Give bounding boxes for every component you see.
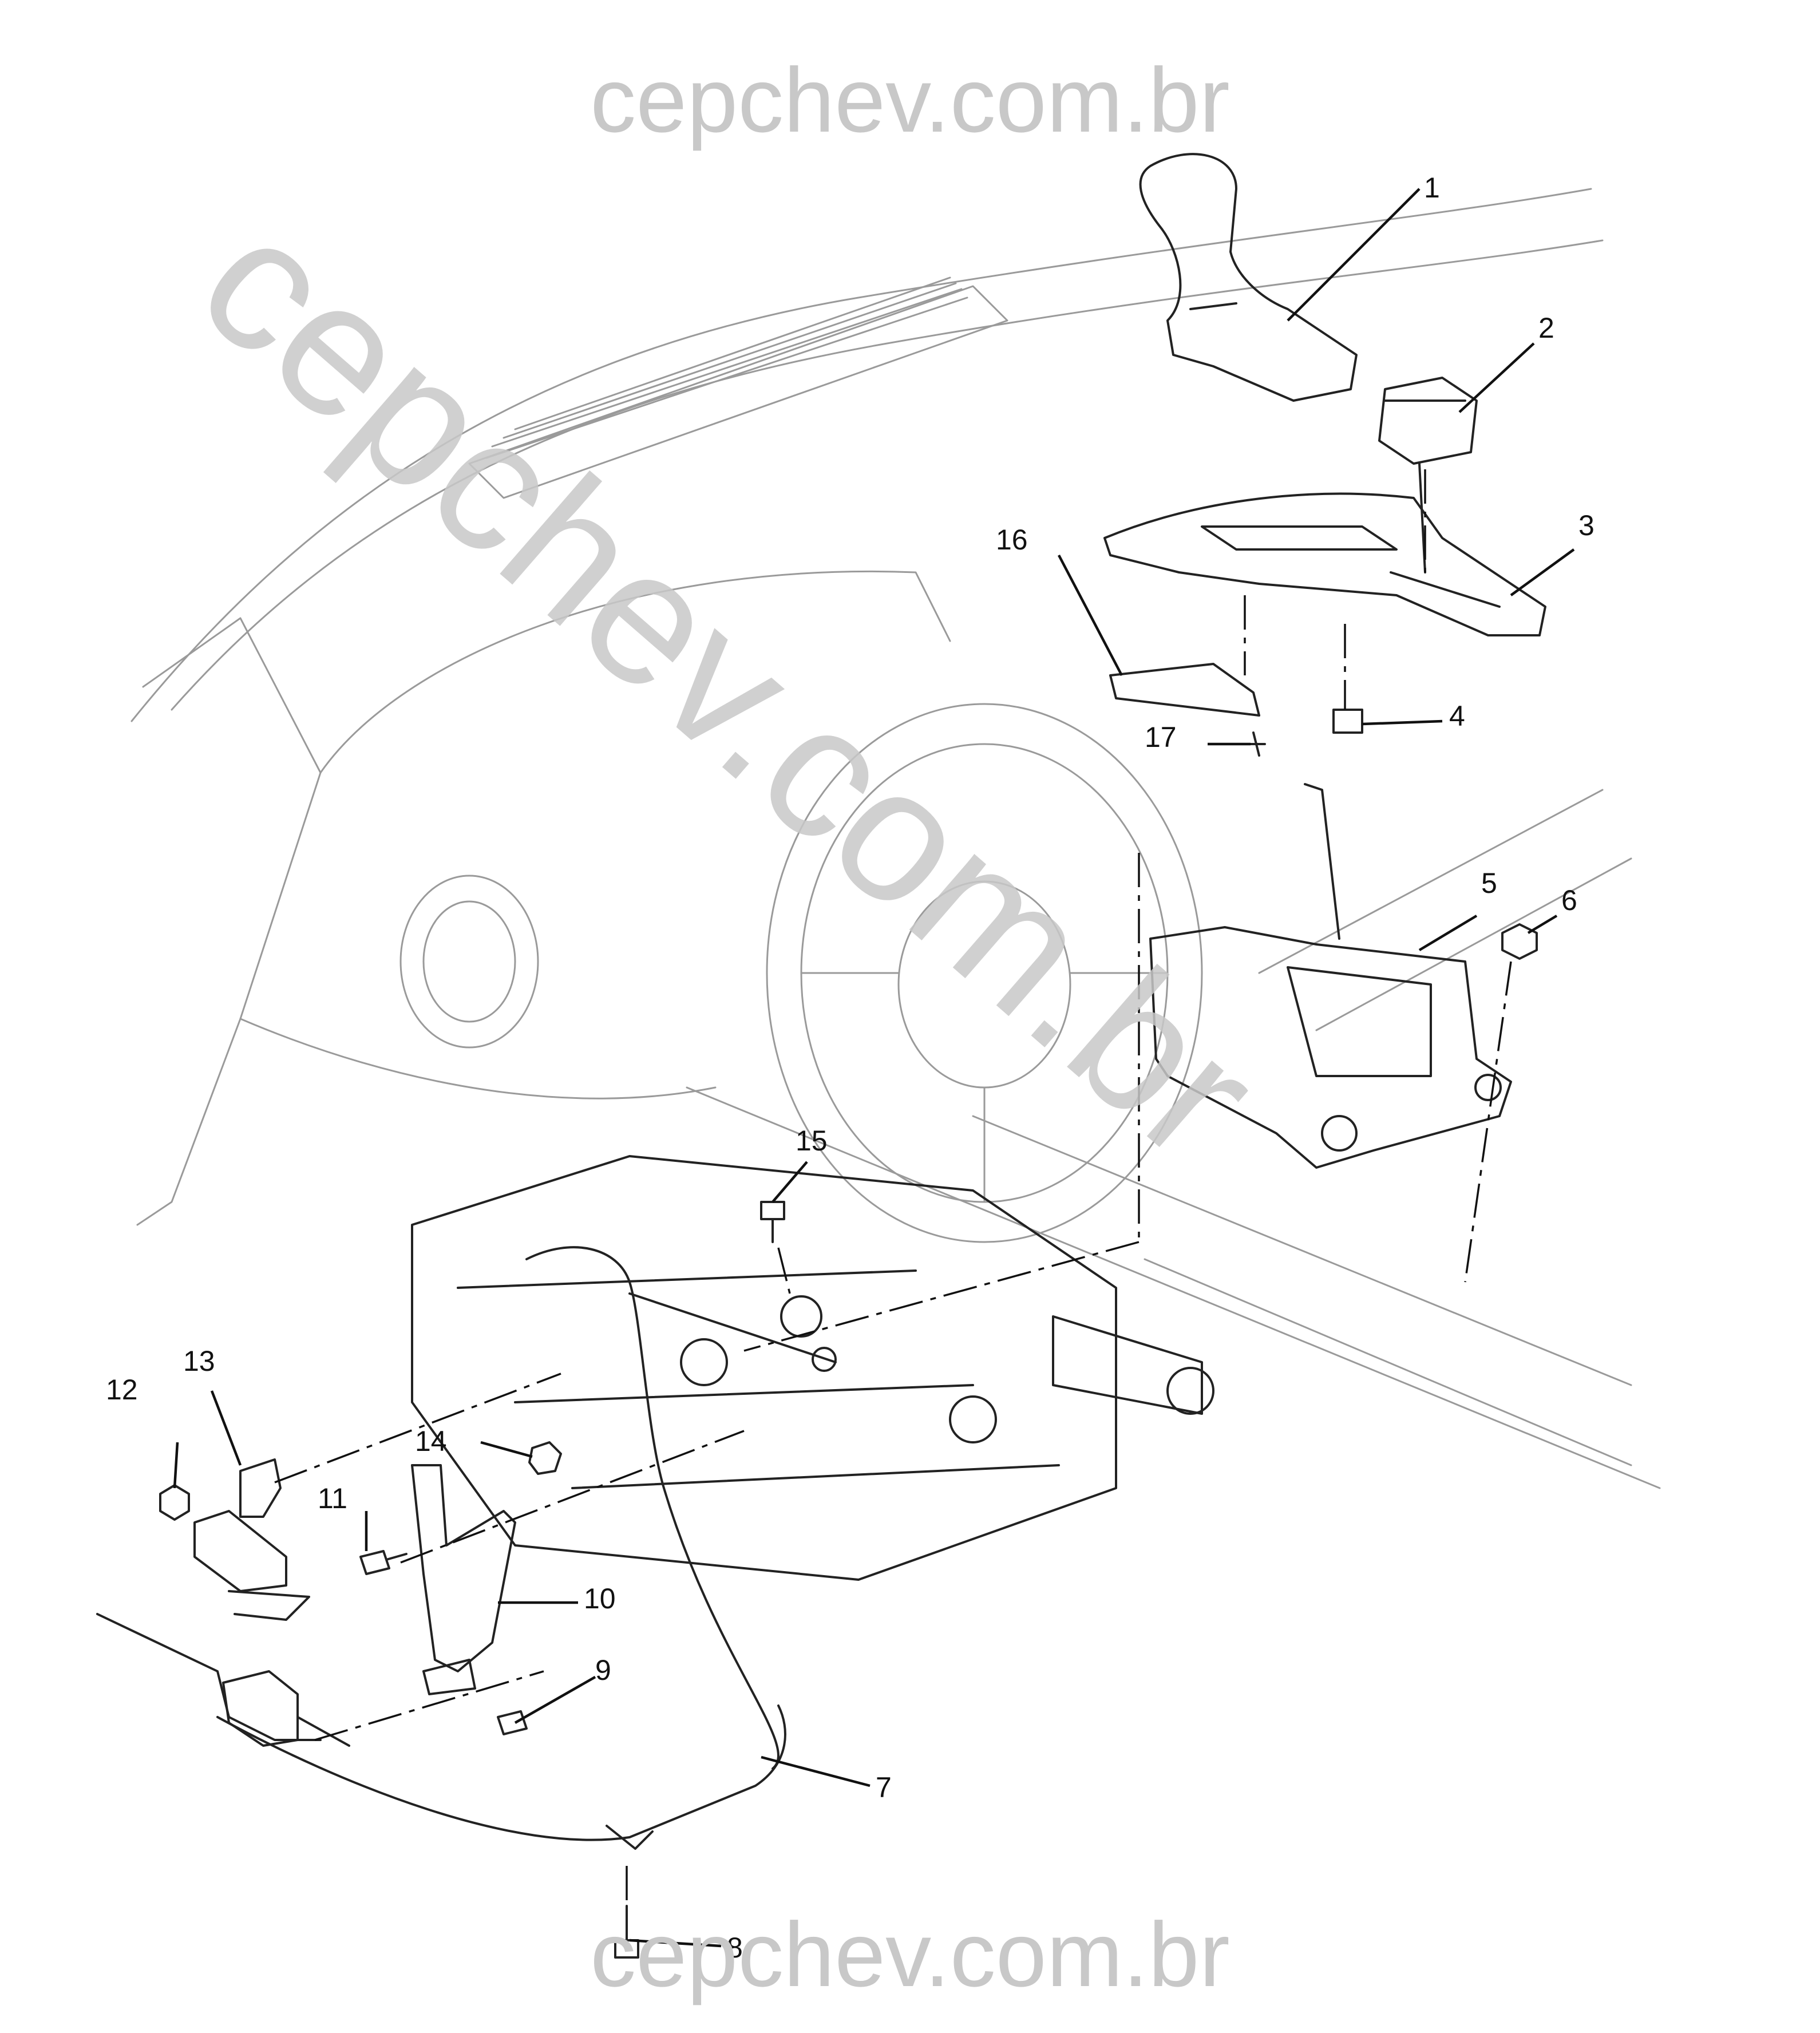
shifter-assembly [1149, 783, 1512, 1169]
callout-3: 3 [1578, 509, 1595, 541]
callout-1: 1 [1424, 172, 1440, 204]
callout-5: 5 [1481, 867, 1497, 899]
cable-end-fitting [96, 1613, 350, 1747]
round-vent-icon [399, 875, 539, 1049]
nut-hex-icon [1501, 923, 1538, 960]
defroster-vent [485, 276, 968, 459]
nut-12 [159, 1484, 190, 1521]
watermark-top: cepchev.com.br [590, 49, 1230, 151]
callout-4: 4 [1449, 700, 1465, 732]
watermark-bottom: cepchev.com.br [590, 1903, 1230, 2006]
steering-wheel [766, 703, 1203, 1243]
bolt-15 [760, 1201, 785, 1243]
watermark-diagonal: cepchev.com.br [162, 174, 1297, 1200]
shift-knob [1139, 153, 1358, 402]
callout-10: 10 [584, 1583, 616, 1615]
assembly-guide-lines [274, 469, 1512, 1906]
bolt-11 [359, 1550, 407, 1575]
callout-14: 14 [415, 1425, 447, 1457]
callout-7: 7 [876, 1771, 892, 1803]
callout-12: 12 [106, 1374, 138, 1406]
dashboard-background [130, 188, 1661, 1489]
callout-15: 15 [796, 1125, 828, 1157]
callout-6: 6 [1561, 884, 1577, 916]
retainer-clip [1332, 709, 1363, 734]
bolt-9 [497, 1710, 528, 1735]
shift-cable [216, 1246, 837, 1850]
cable-bracket [411, 1464, 516, 1695]
transmission-assembly [411, 1155, 1214, 1581]
leader-lines [173, 188, 1575, 1948]
callout-labels: 1 2 3 4 5 6 7 8 9 10 11 12 13 14 15 16 1… [106, 172, 1595, 1964]
callout-9: 9 [595, 1654, 611, 1686]
callout-8: 8 [727, 1932, 743, 1964]
watermarks: cepchev.com.br cepchev.com.br cepchev.co… [162, 49, 1297, 2006]
switch-module [1378, 377, 1478, 573]
callout-13: 13 [183, 1345, 215, 1377]
console-bezel [1109, 663, 1260, 717]
range-selector-lever [193, 1458, 310, 1621]
callout-17: 17 [1145, 721, 1177, 753]
console-trim-plate [1103, 492, 1546, 636]
nut-14 [528, 1441, 562, 1475]
callout-16: 16 [996, 524, 1028, 556]
callout-11: 11 [318, 1482, 347, 1514]
callout-2: 2 [1538, 312, 1554, 344]
